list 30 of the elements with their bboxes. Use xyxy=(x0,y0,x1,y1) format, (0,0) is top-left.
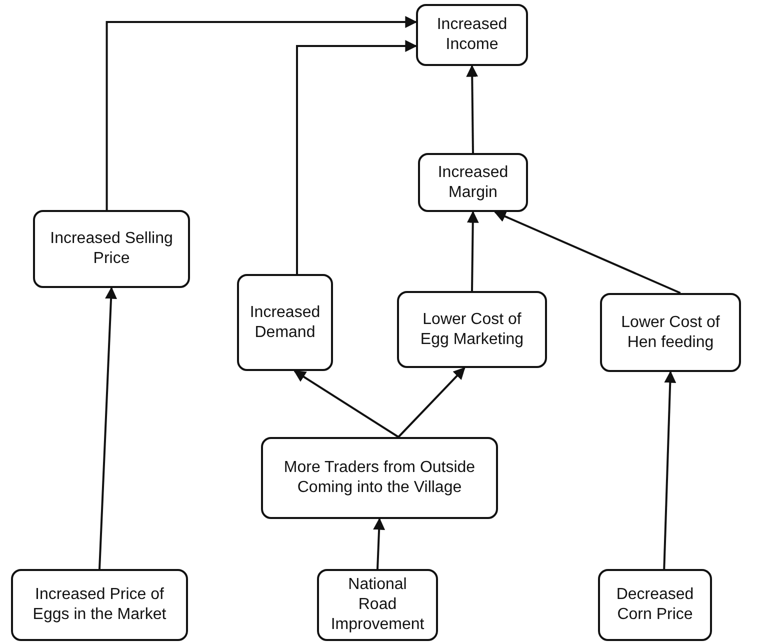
box-label: Decreased Corn Price xyxy=(615,585,695,625)
process-box xyxy=(598,569,712,641)
box-label: Lower Cost of Hen feeding xyxy=(620,312,721,352)
arrow xyxy=(98,286,118,570)
arrow xyxy=(398,367,466,438)
process-box xyxy=(317,569,438,641)
arrow xyxy=(296,40,418,274)
arrow xyxy=(466,64,478,154)
box-label: Increased Price of Eggs in the Market xyxy=(32,585,168,625)
process-box xyxy=(261,437,498,519)
box-label: National Road Improvement xyxy=(330,575,426,635)
box-label: Increased Selling Price xyxy=(49,229,174,269)
box-label: Increased Income xyxy=(436,15,508,55)
process-box xyxy=(397,291,547,368)
process-box xyxy=(416,4,528,66)
process-box xyxy=(11,569,188,641)
arrow xyxy=(466,210,479,292)
process-box xyxy=(33,210,190,288)
process-box xyxy=(237,274,333,371)
arrow xyxy=(106,16,418,210)
box-label: Increased Demand xyxy=(248,302,322,342)
arrow xyxy=(494,210,681,294)
arrow xyxy=(373,518,386,570)
box-label: Increased Margin xyxy=(436,162,510,202)
arrow xyxy=(294,370,399,438)
box-label: More Traders from Outside Coming into the Village xyxy=(282,458,476,498)
process-box xyxy=(600,293,741,372)
process-box xyxy=(418,153,528,212)
arrow xyxy=(663,370,676,570)
box-label: Lower Cost of Egg Marketing xyxy=(419,310,525,350)
